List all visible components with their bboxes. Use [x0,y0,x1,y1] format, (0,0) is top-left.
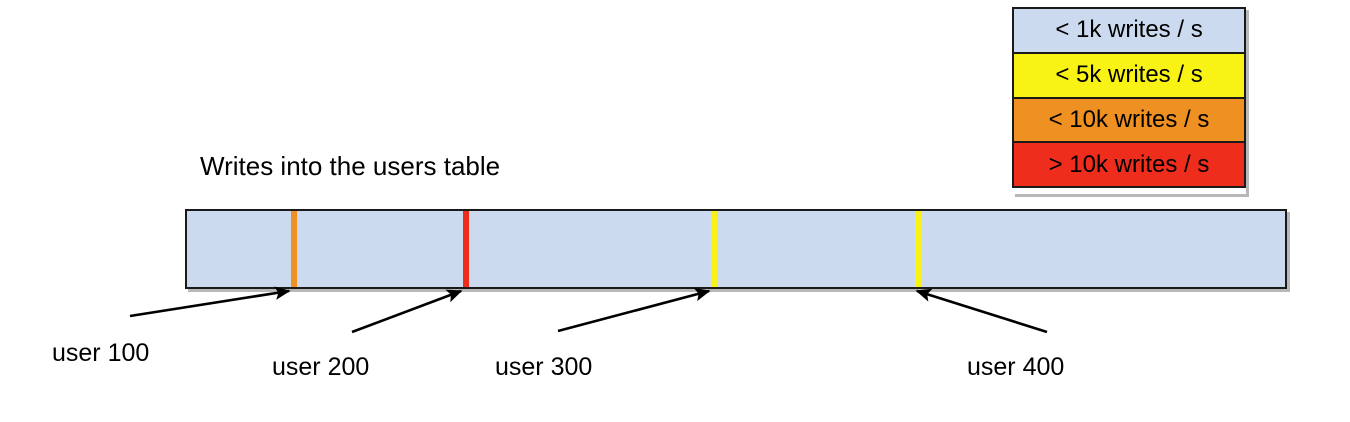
write-rate-legend: < 1k writes / s < 5k writes / s < 10k wr… [1012,7,1246,194]
page-title: Writes into the users table [200,151,501,181]
bar-marker-user-400 [915,211,921,287]
callout-label-user-400: user 400 [967,353,1065,381]
legend-label: < 5k writes / s [1055,61,1203,89]
bar-marker-user-300 [711,211,717,287]
users-table-range-bar [185,209,1287,289]
legend-row-lt-10k: < 10k writes / s [1012,96,1246,144]
callout-label-user-300: user 300 [495,353,593,381]
legend-label: < 10k writes / s [1048,105,1210,133]
bar-marker-user-100 [291,211,297,287]
callout-label-user-100: user 100 [52,339,150,367]
bar-marker-user-200 [463,211,469,287]
callout-arrow [129,286,291,318]
legend-row-gt-10k: > 10k writes / s [1012,141,1246,188]
legend-label: > 10k writes / s [1048,150,1210,178]
legend-label: < 1k writes / s [1055,16,1203,44]
legend-row-lt-5k: < 5k writes / s [1012,51,1246,99]
callout-arrow [351,289,463,334]
callout-arrow [557,288,711,333]
callout-arrow [915,288,1048,334]
legend-row-lt-1k: < 1k writes / s [1012,7,1246,54]
callout-label-user-200: user 200 [272,353,370,381]
